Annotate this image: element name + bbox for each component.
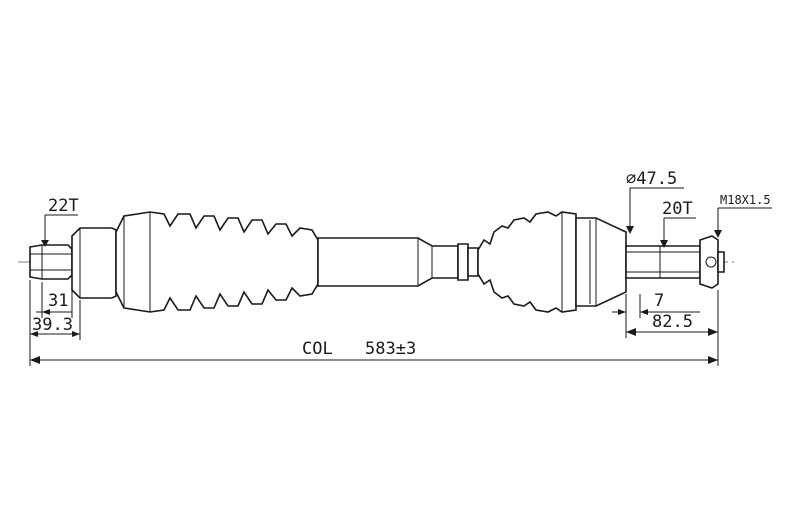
dim-overall [29,290,719,366]
right-spline-label: 20T [662,199,693,219]
overall-code-label: COL [302,339,333,359]
left-length-31-label: 31 [48,291,68,311]
left-length-39-label: 39.3 [32,315,73,335]
dim-right-7 [612,294,700,338]
dim-left-39 [29,280,81,340]
seal-diameter-label: ⌀47.5 [626,169,677,189]
right-spline-stub [625,245,701,279]
overall-length-label: 583±3 [365,339,416,359]
intermediate-shaft [317,237,479,287]
thread-leader [714,207,772,238]
right-length-7-label: 7 [654,291,664,311]
left-joint-housing [71,227,117,299]
dim-left-31 [36,282,73,318]
right-spline-leader [660,217,696,248]
right-length-82-label: 82.5 [652,312,693,332]
right-outer-joint [575,217,627,307]
left-spline-label: 22T [48,196,79,216]
dim-right-82 [626,328,718,336]
seal-diameter-leader [626,187,684,234]
right-cv-boot [477,211,577,313]
thread-label: M18X1.5 [720,193,771,207]
right-thread-end [699,235,725,289]
left-cv-boot [115,211,319,313]
left-spline-leader [41,214,78,247]
left-spline-stub [29,244,73,280]
